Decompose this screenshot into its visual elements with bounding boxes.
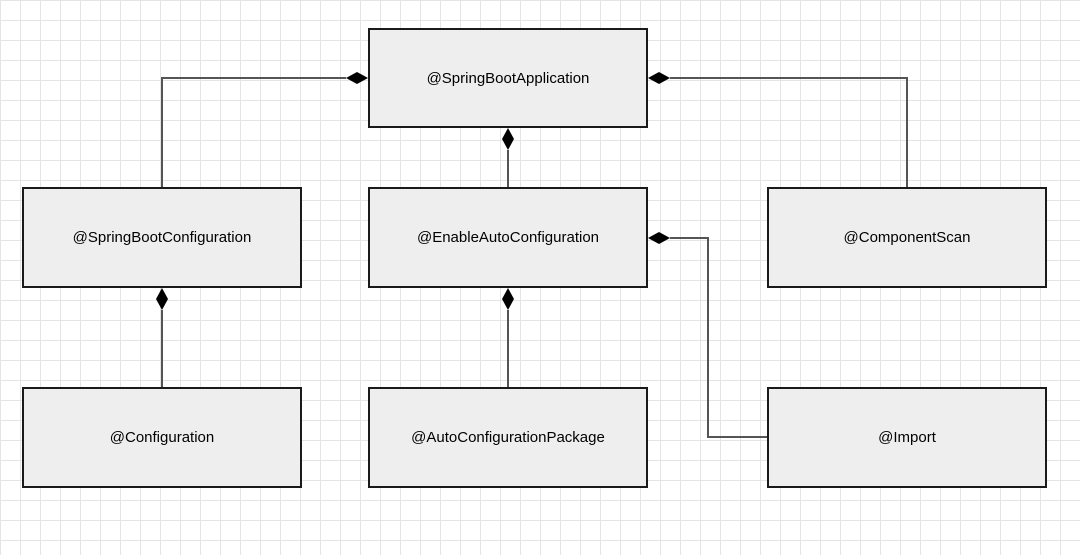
node-import[interactable]: @Import (767, 387, 1047, 488)
composition-diamond-icon (346, 72, 368, 84)
edge-springbootapplication-componentscan (670, 77, 908, 187)
composition-diamond-icon (648, 72, 670, 84)
composition-diamond-icon (502, 128, 514, 150)
edge-enableautoconfiguration-import (670, 237, 767, 438)
node-label: @Configuration (109, 429, 215, 446)
node-spring-boot-configuration[interactable]: @SpringBootConfiguration (22, 187, 302, 288)
edge-springbootapplication-springbootconfiguration (161, 77, 346, 187)
node-label: @SpringBootApplication (426, 69, 590, 87)
node-label: @EnableAutoConfiguration (416, 229, 599, 246)
composition-diamond-icon (648, 232, 670, 244)
node-spring-boot-application[interactable]: @SpringBootApplication (368, 28, 648, 128)
composition-diamond-icon (502, 288, 514, 310)
node-label: @ComponentScan (843, 229, 971, 246)
node-label: @AutoConfigurationPackage (411, 429, 605, 446)
node-auto-configuration-package[interactable]: @AutoConfigurationPackage (368, 387, 648, 488)
node-label: @SpringBootConfiguration (72, 229, 252, 246)
node-enable-auto-configuration[interactable]: @EnableAutoConfiguration (368, 187, 648, 288)
node-label: @Import (878, 429, 936, 446)
node-component-scan[interactable]: @ComponentScan (767, 187, 1047, 288)
composition-diamond-icon (156, 288, 168, 310)
node-configuration[interactable]: @Configuration (22, 387, 302, 488)
